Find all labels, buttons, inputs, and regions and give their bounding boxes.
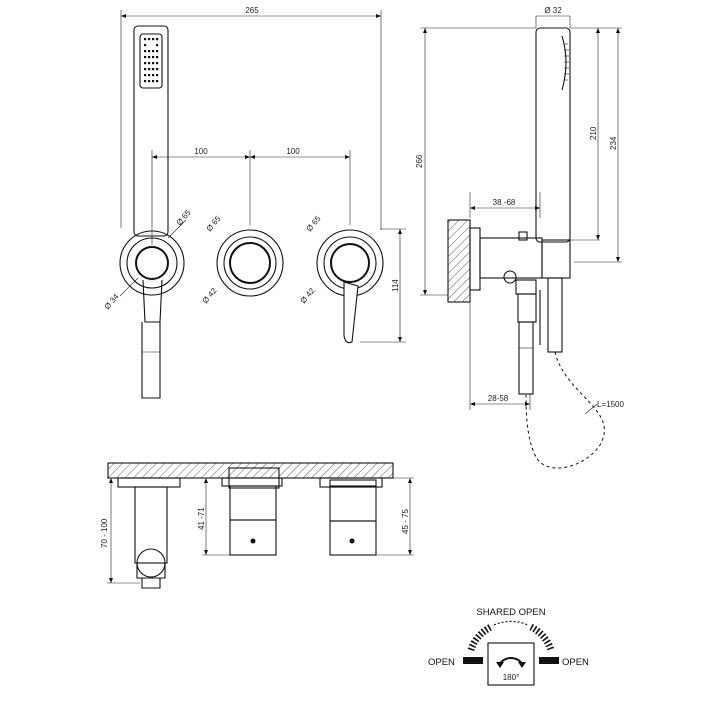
dim-100-left: 100 (194, 147, 208, 156)
dim-45-75-label: 45 - 75 (401, 509, 410, 534)
dim-41-71-label: 41 -71 (197, 507, 206, 530)
hose-length-label: L=1500 (597, 400, 624, 409)
dim-38-68-label: 38 -68 (493, 198, 516, 207)
dimension-100s: 100 100 (151, 147, 351, 245)
wall-top-section (107, 462, 394, 479)
open-right-label: OPEN (562, 657, 589, 668)
mixer-outlet: Ø 65 Ø 42 114 (299, 214, 406, 344)
diverter-outlet: Ø 65 Ø 42 (201, 214, 284, 305)
dim-28-58-label: 28-58 (488, 394, 509, 403)
dim-100-right: 100 (286, 147, 300, 156)
wall-section (447, 219, 471, 303)
open-left-label: OPEN (428, 657, 455, 668)
dim-266-label: 266 (415, 154, 424, 168)
dim-mixer-rosette: Ø 65 (305, 214, 323, 233)
dim-234-label: 234 (609, 136, 618, 150)
dim-70-100-label: 70 - 100 (100, 518, 109, 548)
dim-shower-diam: Ø 32 (544, 6, 562, 15)
shower-body-side (535, 27, 571, 243)
rotation-label: 180° (503, 673, 520, 682)
section-view: 70 - 100 41 -71 45 - 75 (100, 462, 414, 589)
diverter-legend: SHARED OPEN OPEN OPEN 180° (428, 607, 589, 686)
nozzle-grid (144, 38, 159, 83)
dim-mixer-handle: Ø 42 (299, 286, 317, 305)
shower-hose (525, 351, 605, 469)
dim-holder-rosette: Ø 65 (175, 208, 193, 227)
dim-diverter-handle: Ø 42 (201, 286, 219, 305)
dim-holder-handle: Ø 34 (103, 292, 121, 311)
dim-265-label: 265 (245, 6, 259, 15)
shared-open-label: SHARED OPEN (476, 607, 545, 618)
hand-shower-front (133, 25, 169, 237)
dim-diverter-rosette: Ø 65 (205, 214, 223, 233)
rotation-arrow-icon (499, 657, 523, 665)
side-view: Ø 32 210 234 266 38 -68 (415, 6, 624, 469)
rotation-box (487, 642, 535, 686)
dim-210-label: 210 (589, 126, 598, 140)
dim-114-label: 114 (391, 279, 400, 292)
dimension-265: 265 (120, 6, 382, 230)
front-view: 265 100 100 (103, 6, 406, 399)
